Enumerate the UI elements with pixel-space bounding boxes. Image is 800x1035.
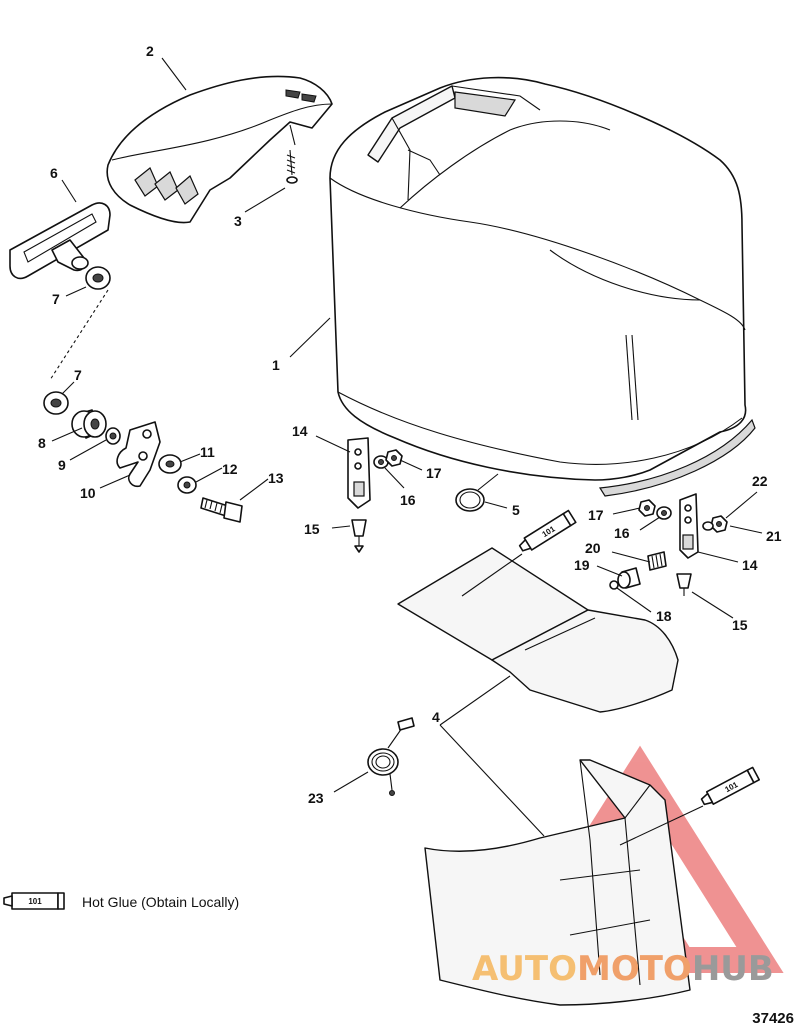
small-washer xyxy=(609,580,619,590)
callout-labels: 2 3 1 6 7 7 8 9 10 11 12 13 14 15 16 17 … xyxy=(38,43,782,806)
screw xyxy=(286,149,298,184)
callout-14: 14 xyxy=(742,557,758,573)
svg-text:AUTOMOTOHUB: AUTOMOTOHUB xyxy=(472,949,774,989)
figure-number: 37426 xyxy=(752,1010,794,1027)
nut-right-outer xyxy=(710,515,728,533)
seal-panel-upper xyxy=(397,547,679,713)
callout-11: 11 xyxy=(200,444,215,460)
callout-14: 14 xyxy=(292,423,308,439)
bushing-lower xyxy=(43,391,69,415)
callout-21: 21 xyxy=(766,528,782,544)
lock-washer xyxy=(177,476,197,494)
watermark-text: AUTOMOTOHUB xyxy=(472,949,774,989)
callout-7: 7 xyxy=(52,291,60,307)
legend-glue-tube-icon: 101 xyxy=(3,892,65,910)
grommet xyxy=(455,488,485,512)
pin-right xyxy=(676,573,692,596)
bushing-upper xyxy=(85,266,111,290)
leader-lines xyxy=(51,57,763,837)
callout-6: 6 xyxy=(50,165,58,181)
wire-coil xyxy=(367,717,415,796)
callout-20: 20 xyxy=(585,540,601,556)
callout-4: 4 xyxy=(432,709,440,725)
callout-10: 10 xyxy=(80,485,96,501)
callout-13: 13 xyxy=(268,470,284,486)
callout-2: 2 xyxy=(146,43,154,59)
washer-right xyxy=(656,506,672,520)
callout-22: 22 xyxy=(752,473,768,489)
spacer xyxy=(71,409,107,439)
callout-15: 15 xyxy=(304,521,320,537)
legend-tube-label: 101 xyxy=(28,897,42,906)
callout-16: 16 xyxy=(400,492,416,508)
watermark-part2: MOTO xyxy=(577,949,692,989)
callout-17: 17 xyxy=(426,465,442,481)
latch-bracket-right xyxy=(679,493,699,559)
washer xyxy=(158,454,182,474)
callout-7: 7 xyxy=(74,367,82,383)
stud xyxy=(647,551,667,571)
latch xyxy=(116,421,161,488)
rear-cover xyxy=(106,75,333,224)
pin-left xyxy=(351,519,367,553)
callout-8: 8 xyxy=(38,435,46,451)
legend: 101 Hot Glue (Obtain Locally) xyxy=(3,892,239,910)
callout-3: 3 xyxy=(234,213,242,229)
callout-23: 23 xyxy=(308,790,324,806)
callout-19: 19 xyxy=(574,557,590,573)
nut-right xyxy=(638,499,656,517)
latch-bracket-left xyxy=(347,437,371,509)
bushing-right xyxy=(617,567,641,589)
glue-tube-upper: 101 xyxy=(461,509,577,597)
top-cowl xyxy=(329,76,756,497)
callout-12: 12 xyxy=(222,461,238,477)
washer-right-outer xyxy=(702,521,714,531)
callout-15: 15 xyxy=(732,617,748,633)
nut-left xyxy=(385,449,403,467)
seal-panel-lower xyxy=(424,759,691,1006)
callout-1: 1 xyxy=(272,357,280,373)
watermark-part3: HUB xyxy=(692,949,774,989)
callout-5: 5 xyxy=(512,502,520,518)
glue-tube-lower: 101 xyxy=(619,766,760,846)
watermark-part1: AUTO xyxy=(472,949,577,989)
handle xyxy=(9,202,111,280)
callout-16: 16 xyxy=(614,525,630,541)
callout-18: 18 xyxy=(656,608,672,624)
callout-9: 9 xyxy=(58,457,66,473)
bolt xyxy=(200,497,243,523)
nut xyxy=(105,427,121,445)
callout-17: 17 xyxy=(588,507,604,523)
legend-text: Hot Glue (Obtain Locally) xyxy=(82,894,239,910)
washer-left xyxy=(373,455,389,469)
